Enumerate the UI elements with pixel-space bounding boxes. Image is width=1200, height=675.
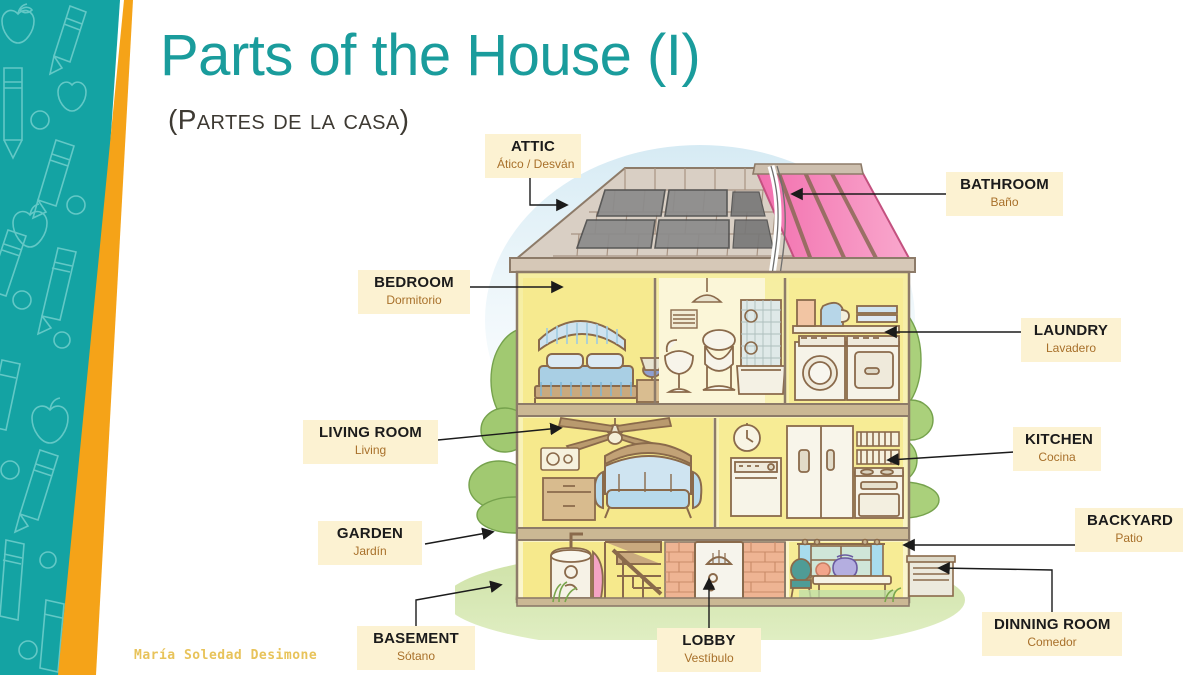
label-backyard-es: Patio (1115, 530, 1143, 545)
label-garden[interactable]: GARDEN Jardín (318, 521, 422, 566)
label-bedroom[interactable]: BEDROOM Dormitorio (358, 270, 470, 315)
label-laundry-en: LAUNDRY (1033, 322, 1109, 339)
label-living-room-es: Living (354, 442, 387, 457)
label-garden-es: Jardín (353, 543, 387, 558)
label-garden-en: GARDEN (336, 525, 404, 542)
label-basement-en: BASEMENT (373, 630, 459, 647)
page-subtitle: (Partes de la casa) (168, 104, 410, 135)
label-bedroom-en: BEDROOM (374, 274, 454, 291)
label-bathroom-es: Baño (990, 194, 1019, 209)
label-backyard-en: BACKYARD (1087, 512, 1174, 529)
label-kitchen[interactable]: KITCHEN Cocina (1013, 427, 1101, 472)
label-kitchen-en: KITCHEN (1025, 431, 1094, 448)
label-laundry[interactable]: LAUNDRY Lavadero (1021, 318, 1121, 363)
label-bathroom[interactable]: BATHROOM Baño (946, 172, 1063, 217)
cutaway-house-illustration (455, 145, 965, 640)
author-signature: María Soledad Desimone (134, 648, 318, 663)
label-dinning-room-en: DINNING ROOM (994, 616, 1111, 633)
label-basement-es: Sótano (396, 648, 436, 663)
label-attic[interactable]: ATTIC Ático / Desván (485, 134, 581, 179)
page-title: Parts of the House (I) (160, 23, 701, 88)
label-basement[interactable]: BASEMENT Sótano (357, 626, 475, 671)
label-dinning-room[interactable]: DINNING ROOM Comedor (982, 612, 1122, 657)
label-dinning-room-es: Comedor (1027, 634, 1077, 649)
label-attic-en: ATTIC (510, 138, 556, 155)
school-doodle-pattern (0, 3, 87, 673)
label-kitchen-es: Cocina (1038, 449, 1076, 464)
label-bedroom-es: Dormitorio (386, 292, 442, 307)
label-backyard[interactable]: BACKYARD Patio (1075, 508, 1183, 553)
label-lobby-es: Vestíbulo (684, 650, 734, 665)
label-bathroom-en: BATHROOM (960, 176, 1049, 193)
label-lobby[interactable]: LOBBY Vestíbulo (657, 628, 761, 673)
label-laundry-es: Lavadero (1045, 340, 1097, 355)
label-lobby-en: LOBBY (682, 632, 736, 649)
label-attic-es: Ático / Desván (497, 156, 575, 171)
label-living-room-en: LIVING ROOM (318, 424, 423, 441)
label-living-room[interactable]: LIVING ROOM Living (303, 420, 438, 465)
